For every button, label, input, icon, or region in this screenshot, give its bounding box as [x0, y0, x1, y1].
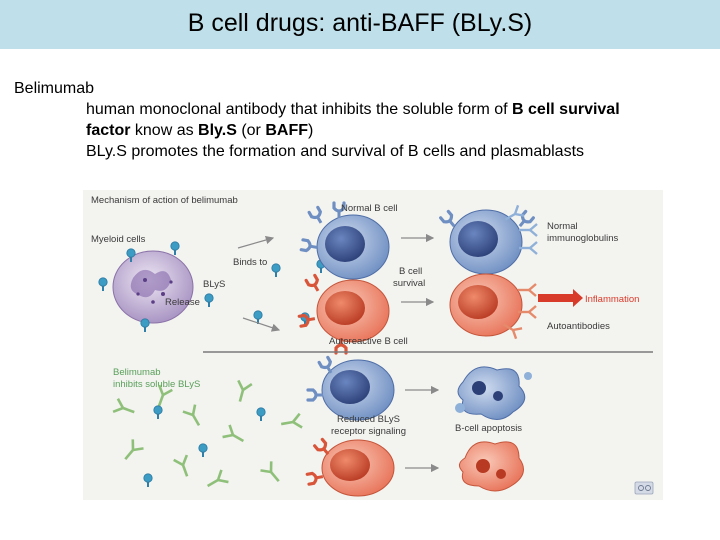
slide-title: B cell drugs: anti-BAFF (BLy.S)	[187, 9, 533, 37]
right-normal-b-cell	[449, 209, 523, 275]
b-cell-label: B cell	[399, 266, 422, 277]
immunoglobulins-label: immunoglobulins	[547, 233, 619, 244]
normal-b-cell-label: Normal B cell	[341, 203, 398, 214]
line2-part-b: know as	[130, 122, 199, 139]
antibody-icon	[516, 282, 538, 298]
line1-part-b: B cell survival	[512, 101, 620, 118]
reduced-autoreactive-cell	[321, 439, 395, 497]
drug-heading: Belimumab	[14, 80, 95, 97]
blys-icon	[203, 292, 215, 308]
belimumab-inhibits-label: inhibits soluble BLyS	[113, 379, 200, 390]
myeloid-cells-label: Myeloid cells	[91, 234, 146, 245]
release-label: Release	[165, 297, 200, 308]
blys-icon	[255, 406, 267, 422]
description-line-1: human monoclonal antibody that inhibits …	[86, 99, 714, 120]
line2-part-f: )	[307, 122, 314, 139]
survival-label: survival	[393, 278, 425, 289]
line2-part-e: BAFF	[265, 122, 308, 139]
blys-label: BLyS	[203, 279, 225, 290]
blys-icon	[197, 442, 209, 458]
blys-icon	[139, 317, 151, 333]
receptor-icon	[306, 388, 325, 402]
blys-icon	[270, 262, 282, 278]
arrow-icon	[242, 317, 281, 332]
receptor-icon	[307, 205, 327, 228]
apoptotic-blue-cell	[455, 366, 532, 420]
blys-icon	[97, 276, 109, 292]
mechanism-diagram: Mechanism of action of belimumab Myeloid…	[91, 195, 654, 497]
blys-icon	[169, 240, 181, 256]
apoptotic-red-cell	[459, 441, 524, 492]
description-line-2: factor know as Bly.S (or BAFF)	[86, 120, 714, 141]
receptor-icon	[299, 238, 320, 254]
receptor-icon	[304, 273, 324, 296]
belimumab-label: Belimumab	[113, 367, 161, 378]
figure-header: Mechanism of action of belimumab	[91, 195, 238, 206]
line2-part-d: (or	[236, 122, 266, 139]
b-cell-apoptosis-label: B-cell apoptosis	[455, 423, 522, 434]
reduced-blys-label: Reduced BLyS	[337, 414, 400, 425]
autoreactive-b-cell	[316, 279, 390, 343]
arrow-icon	[237, 235, 275, 249]
body-text: Belimumab human monoclonal antibody that…	[14, 78, 714, 162]
description-line-3: BLy.S promotes the formation and surviva…	[86, 143, 585, 160]
belimumab-antibodies	[111, 379, 304, 494]
line2-part-c: Bly.S	[198, 122, 237, 139]
receptor-icon	[305, 470, 326, 486]
mechanism-figure: Mechanism of action of belimumab Myeloid…	[83, 190, 663, 500]
inflammation-arrow-icon	[538, 289, 583, 307]
line2-part-a: factor	[86, 122, 131, 139]
normal-b-cell	[316, 214, 390, 280]
autoantibodies-label: Autoantibodies	[547, 321, 610, 332]
title-bar	[0, 0, 720, 49]
blys-icon	[142, 472, 154, 488]
copyright-icon	[634, 481, 654, 495]
binds-to-label: Binds to	[233, 257, 267, 268]
receptor-signaling-label: receptor signaling	[331, 426, 406, 437]
autoreactive-b-cell-label: Autoreactive B cell	[329, 336, 408, 347]
inflammation-label: Inflammation	[585, 294, 639, 305]
right-autoreactive-b-cell	[449, 273, 523, 337]
myeloid-cell	[112, 250, 194, 324]
reduced-b-cell	[321, 359, 395, 421]
line1-part-a: human monoclonal antibody that inhibits …	[86, 101, 513, 118]
normal-label: Normal	[547, 221, 578, 232]
blys-icon	[152, 404, 164, 420]
